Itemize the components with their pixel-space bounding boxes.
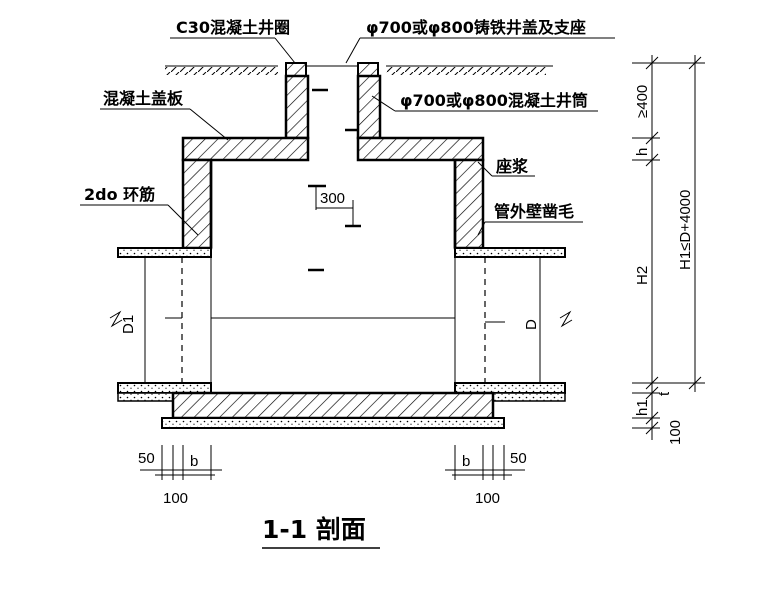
dim-300: 300 (320, 190, 345, 207)
concrete-ring (285, 62, 379, 77)
dim-100-right: 100 (667, 420, 684, 445)
base-slab (117, 391, 566, 429)
bottom-right-dimensions: b 50 100 (445, 445, 527, 507)
label-mortar: 座浆 (495, 157, 529, 176)
label-shaft: φ700或φ800混凝土井筒 (400, 91, 588, 110)
chamber-interior (211, 268, 455, 319)
dim-100-right-bottom: 100 (475, 490, 500, 507)
leader-lines (80, 37, 615, 236)
dim-50-left: 50 (138, 450, 155, 467)
dim-D1: D1 (120, 315, 137, 334)
dim-ge400: ≥400 (634, 85, 651, 118)
dim-H2: H2 (634, 266, 651, 285)
section-title: 1-1 剖面 (262, 515, 366, 544)
pipe-diameter-marks: D1 D (109, 310, 573, 334)
bottom-left-dimensions: 50 b 100 (138, 445, 222, 507)
dim-b-right: b (462, 453, 470, 470)
cover-slab (181, 136, 485, 162)
label-ring: C30混凝土井圈 (176, 18, 290, 37)
pipe-right (454, 247, 566, 394)
dim-D: D (523, 319, 540, 330)
dim-H1: H1≤D+4000 (677, 190, 694, 270)
label-rebar: 2do 环筋 (84, 185, 155, 204)
label-chisel: 管外壁凿毛 (494, 202, 574, 221)
dim-h1: h1 (634, 399, 651, 416)
dim-b-left: b (190, 453, 198, 470)
well-shaft (284, 74, 382, 140)
step-marker: 300 (308, 184, 361, 228)
dim-50-right: 50 (510, 450, 527, 467)
right-dimensions: ≥400 h H2 H1≤D+4000 t h1 100 (632, 55, 705, 445)
dim-h: h (634, 148, 651, 156)
label-cover: φ700或φ800铸铁井盖及支座 (366, 18, 586, 37)
ground-line (165, 65, 553, 75)
label-slab: 混凝土盖板 (103, 89, 184, 108)
pipe-left (117, 247, 212, 394)
dim-t: t (656, 391, 673, 396)
dim-100-left: 100 (163, 490, 188, 507)
